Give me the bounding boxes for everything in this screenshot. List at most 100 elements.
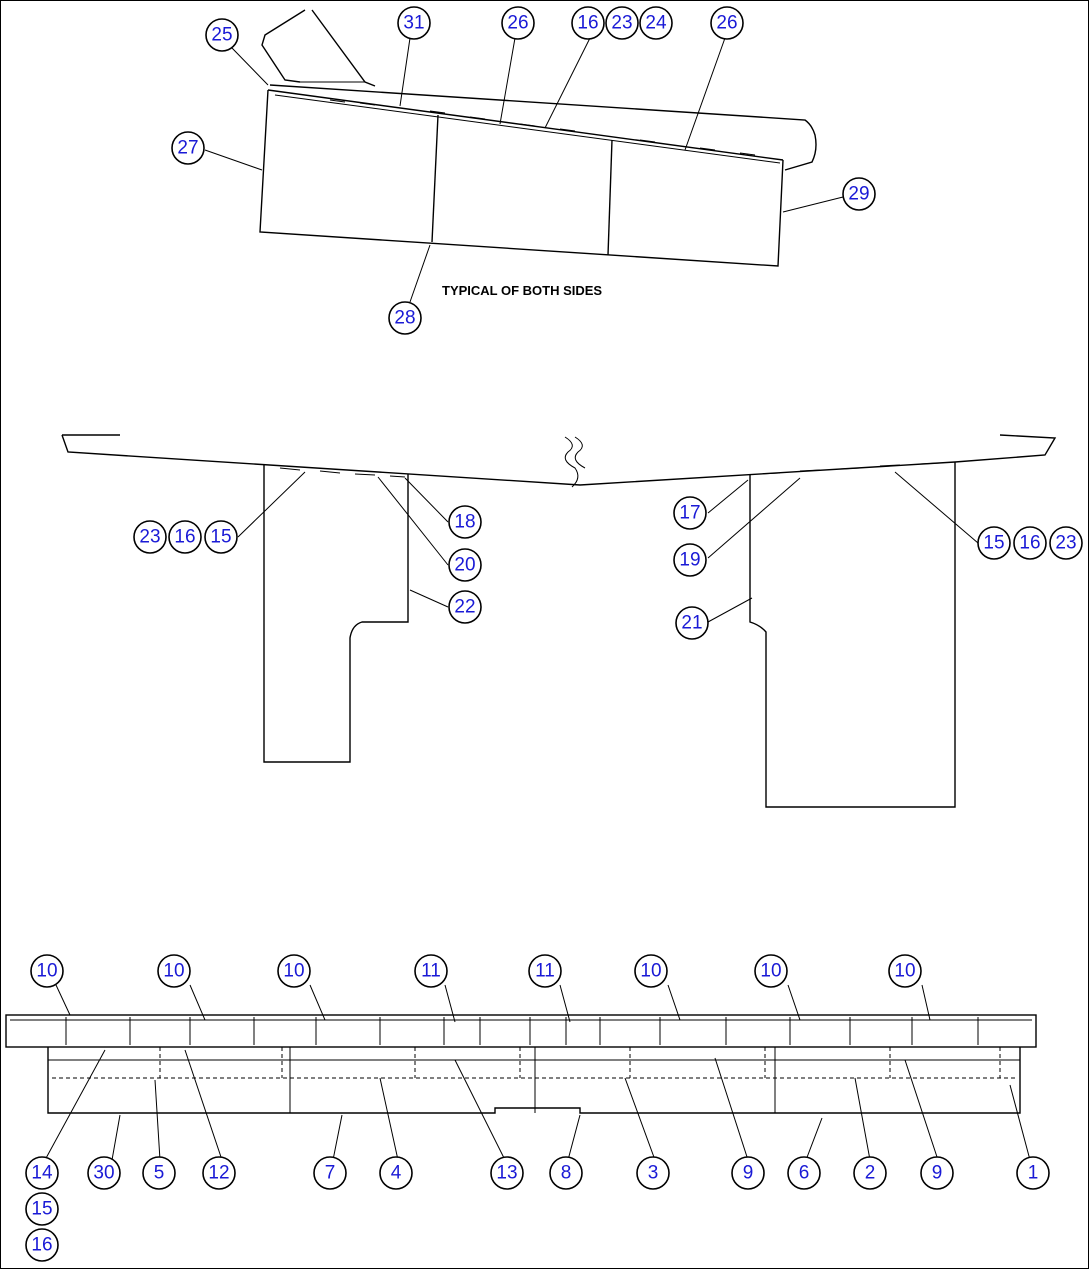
svg-text:6: 6 [799, 1163, 810, 1184]
callout: 19 [673, 543, 707, 577]
svg-text:29: 29 [848, 184, 869, 205]
svg-text:2: 2 [865, 1163, 876, 1184]
svg-text:15: 15 [31, 1199, 52, 1220]
svg-text:7: 7 [325, 1163, 336, 1184]
callout: 2 [853, 1156, 887, 1190]
callout: 6 [787, 1156, 821, 1190]
right-panel-tabs [759, 462, 941, 475]
svg-text:24: 24 [645, 13, 667, 34]
callout: 3 [636, 1156, 670, 1190]
callout: 21 [675, 606, 709, 640]
panel-tabs [329, 99, 756, 156]
svg-text:5: 5 [154, 1163, 165, 1184]
callout: 22 [448, 590, 482, 624]
svg-text:9: 9 [932, 1163, 943, 1184]
svg-text:11: 11 [535, 961, 555, 982]
callout: 15 [25, 1192, 59, 1226]
typical-note: TYPICAL OF BOTH SIDES [442, 283, 602, 298]
top-leaders [204, 37, 844, 303]
callout: 23 [1049, 526, 1083, 560]
svg-text:23: 23 [1055, 533, 1076, 554]
right-panel [749, 462, 956, 808]
svg-text:19: 19 [679, 550, 700, 571]
callout: 18 [448, 505, 482, 539]
callout: 15 [204, 520, 238, 554]
callout: 16 [1013, 526, 1047, 560]
callout: 16 [168, 520, 202, 554]
svg-text:31: 31 [403, 13, 424, 34]
svg-text:13: 13 [496, 1163, 517, 1184]
panel-divider-1 [431, 114, 439, 243]
callout: 7 [313, 1156, 347, 1190]
break-line-2 [574, 436, 586, 469]
svg-text:26: 26 [507, 13, 528, 34]
svg-text:10: 10 [163, 961, 184, 982]
middle-view [61, 434, 1057, 808]
svg-text:20: 20 [454, 555, 475, 576]
callout: 11 [528, 954, 562, 988]
frame-body [47, 1047, 1021, 1114]
bottom-top-leaders [55, 984, 931, 1023]
callout: 10 [157, 954, 191, 988]
left-panel [263, 464, 409, 763]
top-view: TYPICAL OF BOTH SIDES [204, 9, 844, 303]
callout: 12 [202, 1156, 236, 1190]
callout: 8 [549, 1156, 583, 1190]
svg-text:8: 8 [561, 1163, 572, 1184]
svg-text:4: 4 [391, 1163, 402, 1184]
callout: 10 [888, 954, 922, 988]
deck-edge [61, 434, 1057, 486]
callout: 26 [501, 6, 535, 40]
svg-text:16: 16 [31, 1235, 52, 1256]
svg-text:27: 27 [177, 138, 198, 159]
svg-text:10: 10 [760, 961, 781, 982]
svg-text:10: 10 [894, 961, 915, 982]
callout: 28 [388, 301, 422, 335]
callout: 10 [30, 954, 64, 988]
panel-top-edge-inner [274, 94, 781, 164]
svg-text:9: 9 [743, 1163, 754, 1184]
bottom-lower-leaders [44, 1049, 1031, 1161]
callout: 20 [448, 548, 482, 582]
frame-sections [289, 1047, 776, 1113]
svg-text:16: 16 [174, 527, 195, 548]
callout: 11 [414, 954, 448, 988]
svg-text:26: 26 [716, 13, 737, 34]
callout: 13 [490, 1156, 524, 1190]
callout: 15 [977, 526, 1011, 560]
svg-text:10: 10 [36, 961, 57, 982]
svg-text:23: 23 [611, 13, 632, 34]
svg-text:16: 16 [577, 13, 598, 34]
left-panel-tabs [279, 467, 406, 478]
callout: 14 [25, 1156, 59, 1190]
callout: 17 [673, 496, 707, 530]
svg-text:15: 15 [983, 533, 1004, 554]
svg-text:17: 17 [679, 503, 700, 524]
callout: 4 [379, 1156, 413, 1190]
top-flange [5, 1014, 1037, 1048]
svg-text:11: 11 [421, 961, 441, 982]
callout: 30 [87, 1156, 121, 1190]
callout: 16 [571, 6, 605, 40]
svg-text:12: 12 [208, 1163, 229, 1184]
frame-hidden-verticals [159, 1047, 1001, 1078]
callout: 16 [25, 1228, 59, 1262]
callout: 25 [205, 18, 239, 52]
bottom-view [5, 984, 1037, 1161]
svg-text:25: 25 [211, 25, 232, 46]
svg-text:23: 23 [139, 527, 160, 548]
svg-text:3: 3 [648, 1163, 659, 1184]
middle-leaders [237, 471, 979, 623]
callout: 10 [754, 954, 788, 988]
callout: 26 [710, 6, 744, 40]
callout: 9 [731, 1156, 765, 1190]
flange-dividers [65, 1017, 979, 1045]
deck-rail [269, 84, 817, 171]
break-line [564, 436, 579, 488]
svg-text:15: 15 [210, 527, 231, 548]
svg-text:10: 10 [640, 961, 661, 982]
callout: 9 [920, 1156, 954, 1190]
callout: 10 [277, 954, 311, 988]
svg-text:21: 21 [681, 613, 702, 634]
